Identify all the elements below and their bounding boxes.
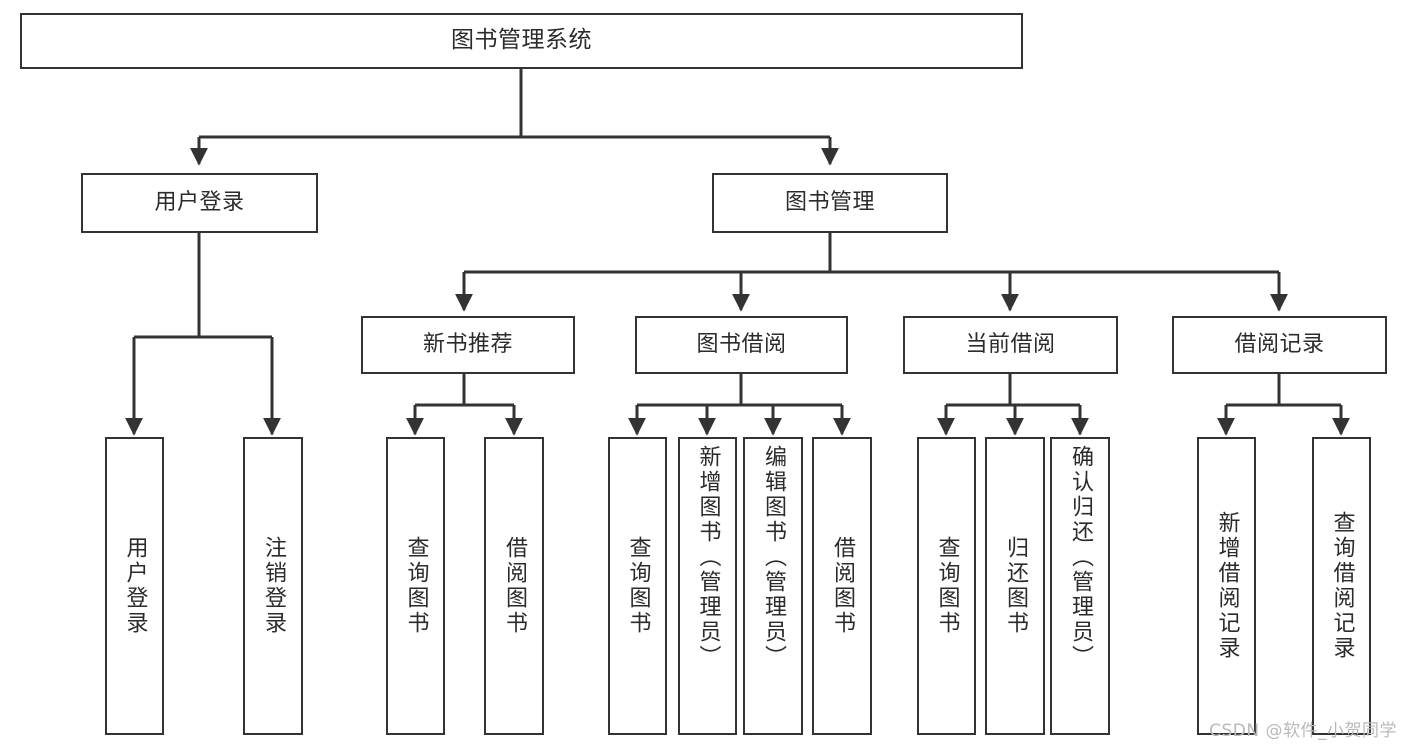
node-new-book-recommendation[interactable]: 新书推荐 [361,316,575,374]
leaf-edit-book-admin[interactable]: 编辑图书（管理员） [743,437,803,735]
node-root-book-management-system[interactable]: 图书管理系统 [20,13,1023,69]
node-label: 借阅图书 [830,536,855,636]
leaf-confirm-return-admin[interactable]: 确认归还（管理员） [1050,437,1110,735]
watermark-text: CSDN @软件_小贺同学 [1209,721,1397,741]
node-label: 编辑图书（管理员） [761,445,786,670]
node-label: 借阅图书 [502,536,527,636]
node-label: 查询借阅记录 [1329,511,1355,661]
leaf-logout-login[interactable]: 注销登录 [243,437,303,735]
node-label: 当前借阅 [965,332,1056,358]
node-book-management[interactable]: 图书管理 [712,173,948,233]
leaf-user-login[interactable]: 用户登录 [105,437,164,735]
node-label: 查询图书 [934,536,960,636]
leaf-query-books-current[interactable]: 查询图书 [917,437,976,735]
node-label: 注销登录 [261,536,286,636]
leaf-query-borrow-record[interactable]: 查询借阅记录 [1312,437,1371,735]
node-label: 新增图书（管理员） [695,445,721,670]
node-label: 查询图书 [625,536,651,636]
node-label: 查询图书 [403,536,429,636]
leaf-add-book-admin[interactable]: 新增图书（管理员） [678,437,737,735]
leaf-borrow-books-borrow[interactable]: 借阅图书 [812,437,872,735]
node-label: 图书管理 [784,190,875,216]
leaf-query-books-newbook[interactable]: 查询图书 [386,437,445,735]
node-label: 借阅记录 [1234,332,1325,358]
node-label: 新增借阅记录 [1214,511,1240,661]
node-label: 新书推荐 [422,332,513,358]
node-borrow-records[interactable]: 借阅记录 [1172,316,1387,374]
node-label: 用户登录 [154,190,245,216]
node-label: 用户登录 [122,536,148,636]
node-current-borrowing[interactable]: 当前借阅 [903,316,1118,374]
node-label: 图书借阅 [696,332,787,358]
leaf-borrow-books-newbook[interactable]: 借阅图书 [484,437,544,735]
node-label: 确认归还（管理员） [1068,445,1093,670]
node-label: 图书管理系统 [451,27,592,54]
leaf-query-books-borrow[interactable]: 查询图书 [608,437,667,735]
node-user-login[interactable]: 用户登录 [81,173,318,233]
leaf-return-books[interactable]: 归还图书 [985,437,1045,735]
leaf-add-borrow-record[interactable]: 新增借阅记录 [1197,437,1256,735]
node-book-borrowing[interactable]: 图书借阅 [635,316,848,374]
node-label: 归还图书 [1003,536,1028,636]
